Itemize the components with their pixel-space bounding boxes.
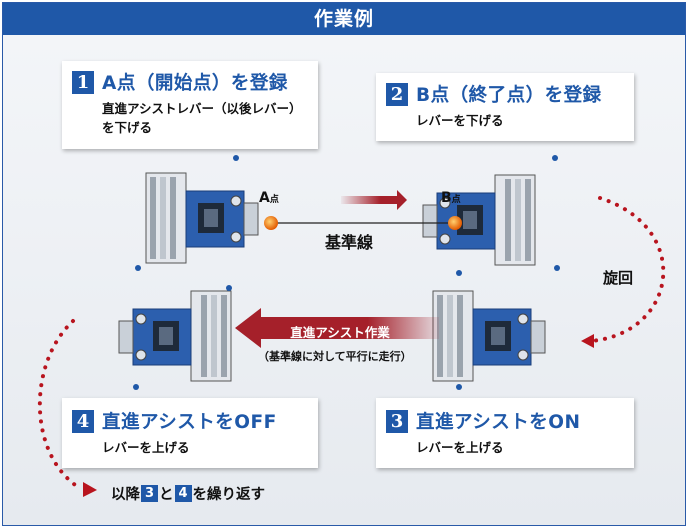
step-desc-4: レバーを上げる <box>102 440 190 455</box>
forward-arrow <box>341 190 407 210</box>
turn-arrowhead <box>581 334 594 348</box>
point-a <box>264 216 278 230</box>
assist-label: 直進アシスト作業 <box>290 325 390 340</box>
rice-planter-d <box>432 290 546 382</box>
repeat-step-3-badge: 3 <box>141 485 158 502</box>
step-title-2: B点（終了点）を登録 <box>416 85 602 106</box>
step-desc-1: 直進アシストレバー（以後レバー） を下げる <box>102 101 302 135</box>
step-title-1: A点（開始点）を登録 <box>102 73 288 94</box>
step-number-3: 3 <box>386 409 408 433</box>
repeat-path <box>37 319 80 489</box>
step-card-1: 1 A点（開始点）を登録 直進アシストレバー（以後レバー） を下げる <box>62 61 318 149</box>
baseline-label: 基準線 <box>325 233 374 252</box>
repeat-arrowhead <box>83 482 97 497</box>
diagram-title: 作業例 <box>3 3 685 35</box>
step-card-2: 2 B点（終了点）を登録 レバーを下げる <box>376 73 634 141</box>
step-card-3: 3 直進アシストをON レバーを上げる <box>376 398 634 468</box>
step-card-4: 4 直進アシストをOFF レバーを上げる <box>62 398 318 468</box>
rice-planter-c <box>118 290 232 382</box>
step-number-1: 1 <box>72 70 94 94</box>
repeat-step-4-badge: 4 <box>174 485 192 502</box>
step-title-3: 直進アシストをON <box>416 412 581 433</box>
step-number-4: 4 <box>72 409 94 433</box>
step-title-4: 直進アシストをOFF <box>102 412 277 433</box>
point-a-label: A点 <box>259 190 279 206</box>
step-desc-3: レバーを上げる <box>416 440 504 455</box>
rice-planter-a <box>145 172 259 264</box>
turn-label: 旋回 <box>603 269 634 287</box>
step-desc-2: レバーを下げる <box>416 113 504 128</box>
point-b-label: B点 <box>441 190 461 206</box>
step-number-2: 2 <box>386 82 408 106</box>
diagram-artwork <box>37 155 666 497</box>
assist-note: （基準線に対して平行に走行） <box>258 350 412 363</box>
point-b <box>448 216 462 230</box>
repeat-instruction: 以降 3 と 4 を繰り返す <box>111 485 265 503</box>
marker-icons <box>133 155 560 390</box>
turn-path <box>589 196 666 343</box>
rice-planter-b <box>422 174 536 266</box>
assist-arrow <box>235 308 439 348</box>
